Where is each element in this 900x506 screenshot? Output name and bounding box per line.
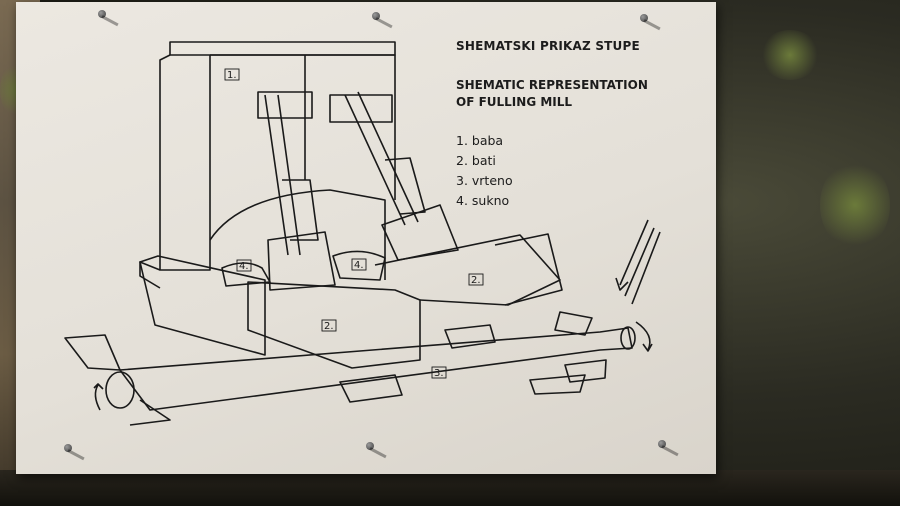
base-trough <box>139 233 563 369</box>
legend-item-bati: 2. bati <box>456 153 496 168</box>
sign-title: SHEMATSKI PRIKAZ STUPE <box>456 39 640 53</box>
marker-2b-label: 2. <box>324 321 334 332</box>
moss-patch <box>820 160 890 250</box>
marker-2b: 2. <box>321 319 337 332</box>
marker-4a-label: 4. <box>239 261 249 272</box>
screw-icon <box>64 444 72 452</box>
frame-baba <box>139 41 396 289</box>
water-flow-arrows-icon <box>615 219 661 305</box>
marker-1-label: 1. <box>227 70 237 81</box>
hammer-arm-right <box>329 91 459 261</box>
sign-text: SHEMATSKI PRIKAZ STUPE SHEMATIC REPRESEN… <box>456 39 706 211</box>
hammer-arm-left <box>257 91 336 291</box>
legend-item-baba: 1. baba <box>456 133 504 148</box>
screw-icon <box>372 12 380 20</box>
shaft-vrteno <box>64 311 636 426</box>
screw-icon <box>640 14 648 22</box>
screw-icon <box>658 440 666 448</box>
legend-list: 1. baba 2. bati 3. vrteno 4. sukno <box>456 131 706 211</box>
rotation-arrow-icon <box>93 321 653 411</box>
marker-4b-label: 4. <box>354 260 364 271</box>
marker-3-label: 3. <box>434 368 444 379</box>
marker-1: 1. <box>224 68 240 81</box>
legend-item-sukno: 4. sukno <box>456 193 510 208</box>
marker-4b: 4. <box>351 258 367 271</box>
screw-icon <box>98 10 106 18</box>
marker-2a-label: 2. <box>471 275 481 286</box>
screw-icon <box>366 442 374 450</box>
legend-item-vrteno: 3. vrteno <box>456 173 513 188</box>
stone-ledge <box>0 470 900 506</box>
moss-patch <box>760 30 820 80</box>
marker-2a: 2. <box>468 273 484 286</box>
marker-4a: 4. <box>236 259 252 272</box>
sign-subtitle: SHEMATIC REPRESENTATION OF FULLING MILL <box>456 78 648 109</box>
marker-3: 3. <box>431 366 447 379</box>
